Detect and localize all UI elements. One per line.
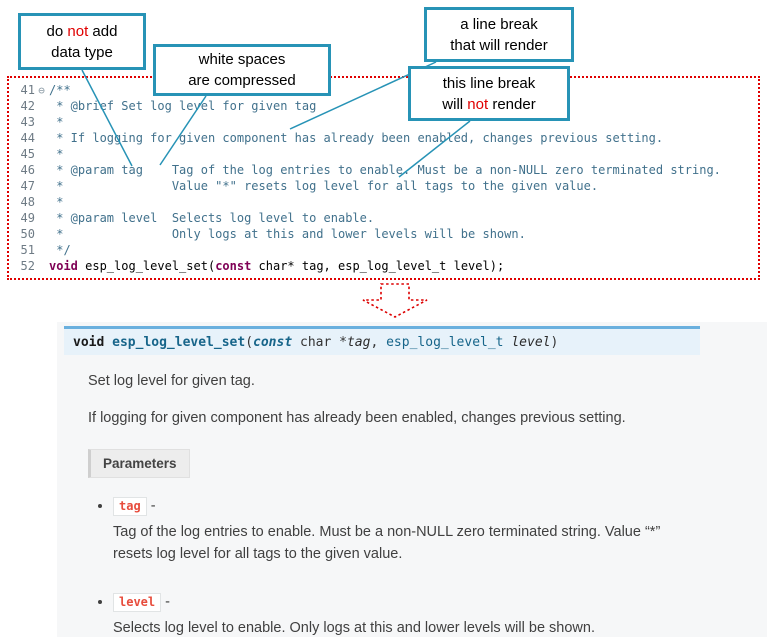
code-text: */ [49,243,71,257]
parameter-item: tag - Tag of the log entries to enable. M… [113,495,700,566]
code-text: /** [49,83,71,97]
code-text: * @brief Set log level for given tag [49,99,317,113]
function-signature: void esp_log_level_set(const char *tag, … [64,326,700,355]
callout-line: this line break [442,74,536,92]
gutter: 43 [15,114,49,130]
parameters-list: tag - Tag of the log entries to enable. M… [88,495,700,637]
line-number: 48 [20,195,35,209]
code-line: 51 */ [15,242,758,258]
callout-line-break-renders: a line break that will render [424,7,574,62]
signature-token: ( [245,335,254,350]
line-number: 47 [20,179,35,193]
code-line: 45 * [15,146,758,162]
signature-token: esp_log_level_set [112,335,246,350]
gutter: 47 [15,178,49,194]
line-number: 42 [20,99,35,113]
callout-line: do not add [46,22,118,40]
line-number: 46 [20,163,35,177]
signature-token: level [511,335,551,350]
gutter: 45 [15,146,49,162]
parameters-heading: Parameters [88,448,190,478]
callout-whitespace-compressed: white spaces are compressed [153,44,331,96]
parameter-name-row: tag - [113,495,700,517]
parameter-name-literal: level [113,592,162,612]
signature-token: char * [292,335,347,350]
callout-line-break-not-render: this line break will not render [408,66,570,121]
line-number: 50 [20,227,35,241]
line-number: 44 [20,131,35,145]
code-line: 47 * Value "*" resets log level for all … [15,178,758,194]
gutter: 50 [15,226,49,242]
callout-line: will not render [442,95,536,113]
signature-token: void [73,335,105,350]
signature-token: ) [550,335,559,350]
gutter: 42 [15,98,49,114]
line-number: 41 [20,83,35,97]
gutter: 46 [15,162,49,178]
line-number: 52 [20,259,35,273]
parameter-description: Tag of the log entries to enable. Must b… [113,523,661,563]
code-editor-snippet: 41⊖/**42 * @brief Set log level for give… [7,76,760,280]
code-text: * If logging for given component has alr… [49,131,664,145]
parameter-description: Selects log level to enable. Only logs a… [113,620,595,637]
code-text: void esp_log_level_set(const char* tag, … [49,259,505,273]
code-text: * @param tag Tag of the log entries to e… [49,163,721,177]
gutter: 41⊖ [15,82,49,99]
parameter-name-row: level - [113,591,700,613]
brief-description: Set log level for given tag. [88,373,255,389]
code-text: * Only logs at this and lower levels wil… [49,227,526,241]
rendered-documentation: void esp_log_level_set(const char *tag, … [57,322,767,637]
code-line: 50 * Only logs at this and lower levels … [15,226,758,242]
code-text: * [49,195,64,209]
code-line: 46 * @param tag Tag of the log entries t… [15,162,758,178]
line-number: 45 [20,147,35,161]
red-emphasis: not [67,22,89,40]
render-result-arrow [362,283,428,318]
signature-token: tag [346,335,371,350]
code-line: 49 * @param level Selects log level to e… [15,210,758,226]
code-line: 41⊖/** [15,82,758,98]
callout-line: that will render [450,36,548,54]
line-number: 51 [20,243,35,257]
gutter: 48 [15,194,49,210]
code-text: * Value "*" resets log level for all tag… [49,179,599,193]
callout-line: are compressed [188,72,296,89]
callout-line: a line break [460,15,538,33]
signature-token: const [253,335,293,350]
code-line: 42 * @brief Set log level for given tag [15,98,758,114]
code-line: 48 * [15,194,758,210]
code-text: * [49,115,64,129]
callout-line: white spaces [198,51,286,68]
code-line: 43 * [15,114,758,130]
callout-do-not-add-data-type: do not add data type [18,13,146,70]
signature-token: , [370,335,387,350]
gutter: 51 [15,242,49,258]
code-line: 52 void esp_log_level_set(const char* tag… [15,258,758,274]
parameter-name-literal: tag [113,496,147,516]
code-line: 44 * If logging for given component has … [15,130,758,146]
line-number: 49 [20,211,35,225]
callout-line: data type [51,43,113,61]
gutter: 52 [15,258,49,274]
red-emphasis: not [467,95,489,113]
detailed-description: If logging for given component has alrea… [88,409,626,426]
gutter: 49 [15,210,49,226]
code-text: * @param level Selects log level to enab… [49,211,375,225]
parameter-item: level - Selects log level to enable. Only… [113,591,700,637]
gutter: 44 [15,130,49,146]
line-number: 43 [20,115,35,129]
fold-collapse-icon: ⊖ [38,84,45,97]
code-text: * [49,147,64,161]
signature-token: esp_log_level_t [386,335,504,350]
signature-token [104,335,112,350]
